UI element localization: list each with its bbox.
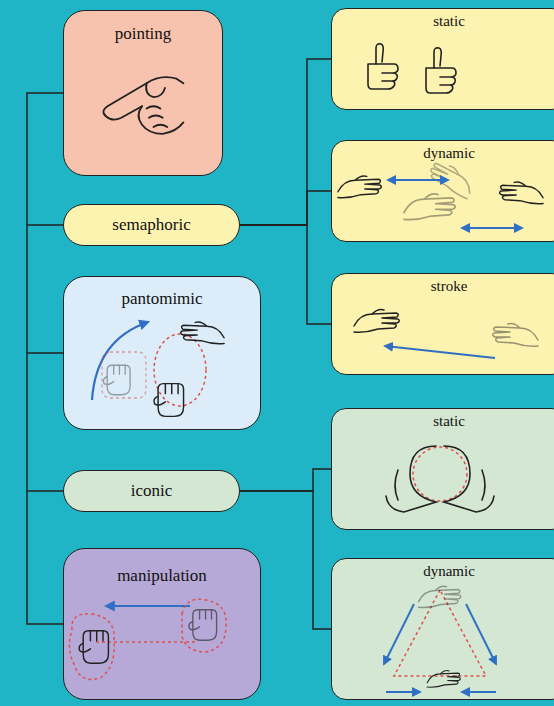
pantomimic-box: pantomimic xyxy=(63,276,261,430)
hand-outline xyxy=(386,446,436,512)
object-outline xyxy=(154,334,206,406)
manipulation-box: manipulation xyxy=(63,548,261,700)
motion-arrow xyxy=(385,346,495,358)
node-title: manipulation xyxy=(64,566,260,586)
faded-hand xyxy=(419,586,461,607)
hand-outline xyxy=(444,446,494,512)
motion-arrow xyxy=(388,179,448,181)
shape-outline xyxy=(394,590,486,676)
node-title: static xyxy=(332,413,554,430)
faded-hand xyxy=(104,365,131,394)
thumb-up-hand xyxy=(368,44,398,89)
category-box: dynamic xyxy=(331,140,554,242)
motion-arrow xyxy=(466,604,496,664)
faded-hand xyxy=(493,324,538,347)
motion-arrow xyxy=(462,227,522,229)
node-title: iconic xyxy=(131,481,173,501)
hand-outline xyxy=(395,470,485,500)
thumb-up-hand xyxy=(426,48,456,93)
faded-hand xyxy=(426,159,477,199)
object-outline xyxy=(96,641,198,643)
motion-arrow xyxy=(92,322,148,400)
category-box: static xyxy=(331,8,554,110)
tree-connector xyxy=(240,59,331,225)
open-hand xyxy=(427,671,460,688)
motion-arrow xyxy=(462,691,496,693)
iconic-pill: iconic xyxy=(63,470,240,512)
category-box: static xyxy=(331,408,554,530)
node-title: pantomimic xyxy=(64,289,260,309)
fist-hand xyxy=(189,610,217,641)
node-title: semaphoric xyxy=(112,215,190,235)
pointing-hand xyxy=(103,77,183,134)
node-title: dynamic xyxy=(332,563,554,580)
object-outline xyxy=(69,614,114,680)
motion-arrow xyxy=(384,604,414,664)
circle-hands xyxy=(386,446,494,512)
object-outline xyxy=(182,599,226,652)
open-hand xyxy=(181,322,224,344)
open-hand xyxy=(338,176,381,198)
object-outline xyxy=(102,352,146,398)
tree-bracket xyxy=(27,93,63,624)
semaphoric-pill: semaphoric xyxy=(63,204,240,246)
tree-connector xyxy=(240,191,331,225)
category-box: stroke xyxy=(331,273,554,375)
open-hand xyxy=(354,310,399,333)
node-title: pointing xyxy=(64,24,222,44)
open-hand xyxy=(500,182,543,204)
node-title: static xyxy=(332,13,554,30)
pointing-box: pointing xyxy=(63,10,223,176)
node-title: stroke xyxy=(332,278,554,295)
fist-hand xyxy=(79,631,108,663)
tree-connector xyxy=(240,469,331,491)
motion-arrow xyxy=(106,605,190,607)
node-title: dynamic xyxy=(332,145,554,162)
faded-hand xyxy=(404,194,455,220)
shape-outline xyxy=(413,447,467,501)
category-box: dynamic xyxy=(331,558,554,700)
motion-arrow xyxy=(386,691,420,693)
fist-hand xyxy=(154,384,184,417)
